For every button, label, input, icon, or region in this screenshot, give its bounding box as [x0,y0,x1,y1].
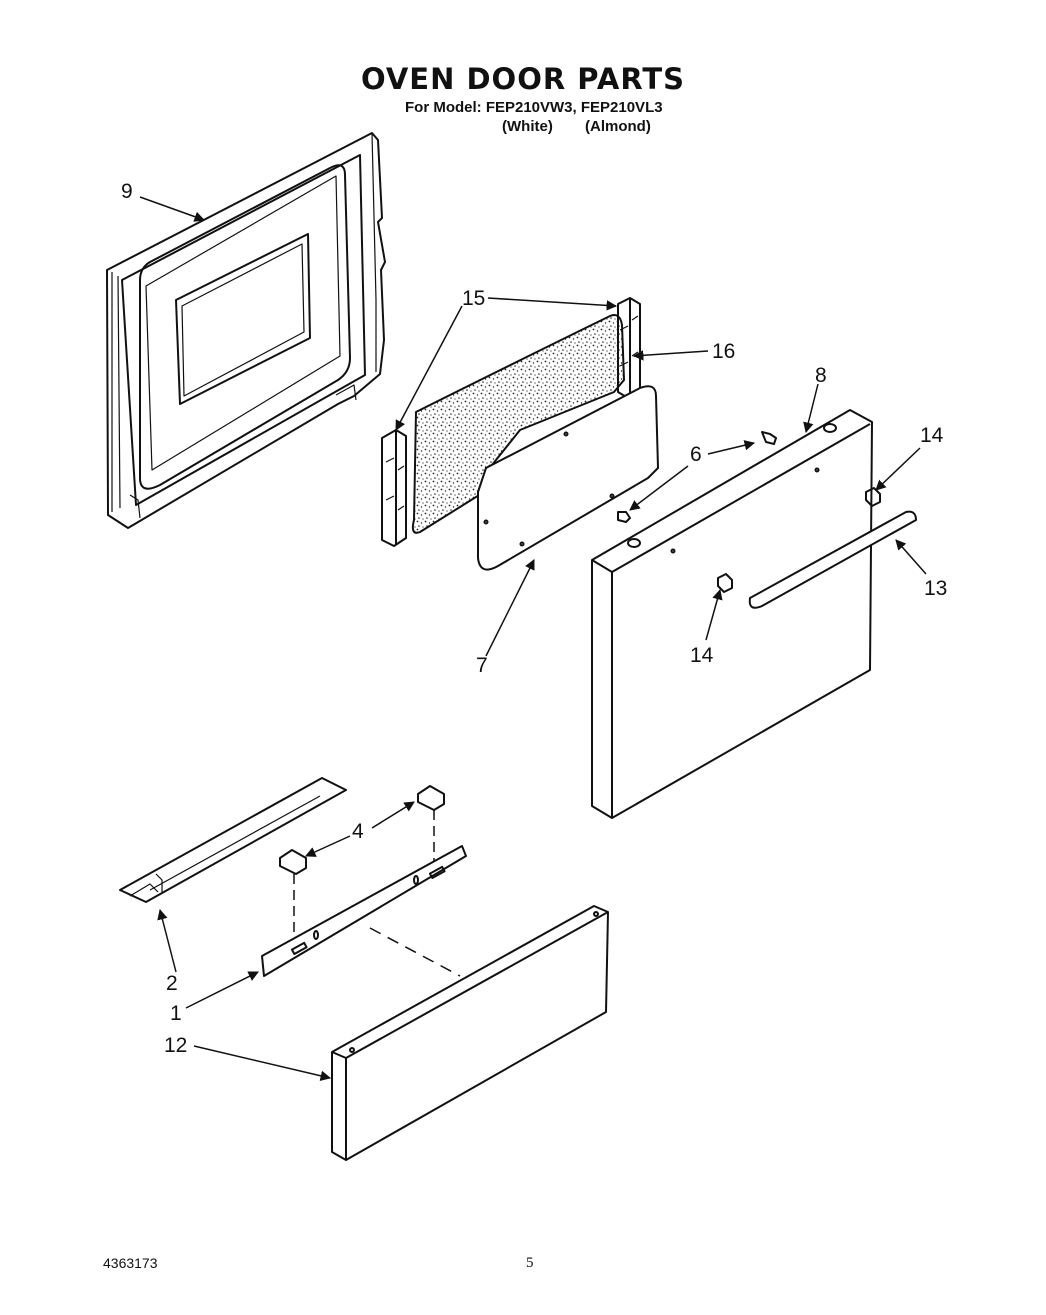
page-number: 5 [526,1255,534,1271]
color-white-label: (White) [502,118,553,135]
callout-14-lower: 14 [690,644,714,667]
drawer-rail [119,777,347,903]
model-line: For Model: FEP210VW3, FEP210VL3 [405,99,663,116]
left-spacer [381,429,407,547]
mounting-bracket [261,845,467,977]
callout-9: 9 [121,180,133,203]
callout-12: 12 [164,1034,187,1057]
drawer-front [331,905,609,1161]
callout-6: 6 [690,443,702,466]
document-number: 4363173 [103,1255,158,1271]
callout-14-upper: 14 [920,424,944,447]
screw-lower [617,511,631,523]
clip-right [417,785,445,811]
callout-4: 4 [352,820,364,843]
callout-7: 7 [476,654,488,677]
door-handle [748,510,917,609]
clip-left [279,849,307,875]
callout-1: 1 [170,1002,182,1025]
callout-15: 15 [462,287,485,310]
outer-door [591,409,873,819]
screw-upper [761,431,777,445]
callout-8: 8 [815,364,827,387]
color-almond-label: (Almond) [585,118,651,135]
handle-mount-lower [717,573,733,593]
callout-2: 2 [166,972,178,995]
inner-door-panel [106,132,386,529]
page-title: OVEN DOOR PARTS [360,62,686,96]
bracket-guide [369,927,461,977]
leader-lines [139,196,927,1081]
callout-16: 16 [712,340,735,363]
handle-mount-upper [865,487,881,507]
callout-13: 13 [924,577,947,600]
glass-panel [477,385,659,571]
